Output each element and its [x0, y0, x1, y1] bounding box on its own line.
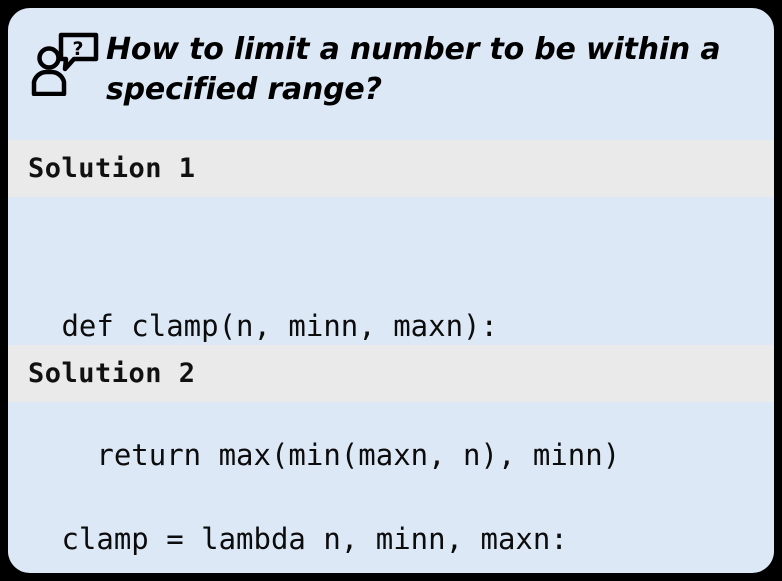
- code-line: clamp = lambda n, minn, maxn:: [44, 522, 568, 556]
- code-line: return max(min(maxn, n), minn): [44, 438, 621, 472]
- code-line: def clamp(n, minn, maxn):: [44, 309, 498, 343]
- question-title-line-2: specified range?: [106, 72, 382, 107]
- svg-text:?: ?: [72, 38, 83, 60]
- solution-1-code: def clamp(n, minn, maxn): return max(min…: [8, 197, 774, 472]
- solution-1-heading: Solution 1: [28, 153, 196, 184]
- qa-card: ? How to limit a number to be within a s…: [8, 8, 774, 573]
- solution-2-code: clamp = lambda n, minn, maxn: max(min(ma…: [8, 402, 774, 572]
- person-question-icon: ?: [31, 32, 99, 96]
- question-title: How to limit a number to be within a spe…: [100, 26, 754, 110]
- question-header: ? How to limit a number to be within a s…: [8, 8, 774, 140]
- solution-2-heading-band: Solution 2: [8, 345, 774, 402]
- solution-1-heading-band: Solution 1: [8, 140, 774, 197]
- question-title-line-1: How to limit a number to be within a: [106, 32, 721, 67]
- solution-2-heading: Solution 2: [28, 358, 196, 389]
